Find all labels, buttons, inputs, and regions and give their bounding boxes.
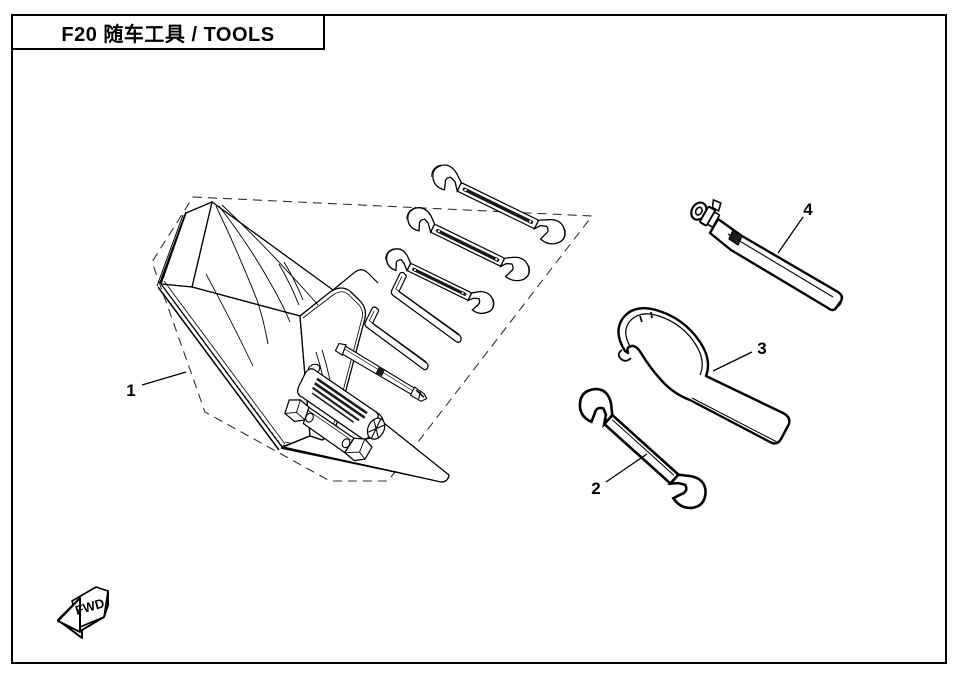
double-open-end-wrench-small (385, 248, 495, 315)
double-open-end-wrench-item2 (578, 387, 707, 510)
page-border (11, 14, 947, 664)
callout-1: 1 (126, 371, 187, 400)
screwdriver-shaft (334, 342, 428, 402)
double-open-end-wrench-medium (406, 206, 530, 282)
hex-allen-key-small (364, 306, 429, 371)
double-open-end-wrench-large (431, 164, 566, 245)
fwd-arrow-icon: FWD (57, 586, 109, 639)
callout-3: 3 (712, 339, 767, 372)
callout-2: 2 (591, 453, 648, 498)
callout-2-label: 2 (591, 479, 600, 498)
spark-plug-socket-wrench (284, 399, 373, 462)
hook-spanner-c-wrench (617, 307, 791, 445)
page-title: F20 随车工具 / TOOLS (61, 23, 275, 46)
callout-1-label: 1 (126, 381, 135, 400)
tool-bag-pouch (156, 200, 450, 483)
callout-3-label: 3 (757, 339, 766, 358)
tire-pump-inflator (690, 198, 844, 312)
callout-4: 4 (777, 200, 813, 254)
hex-allen-key-large (390, 271, 462, 343)
screwdriver-handle-grip (297, 368, 386, 440)
title-block: F20 随车工具 / TOOLS (11, 14, 325, 50)
callout-4-label: 4 (803, 200, 813, 219)
